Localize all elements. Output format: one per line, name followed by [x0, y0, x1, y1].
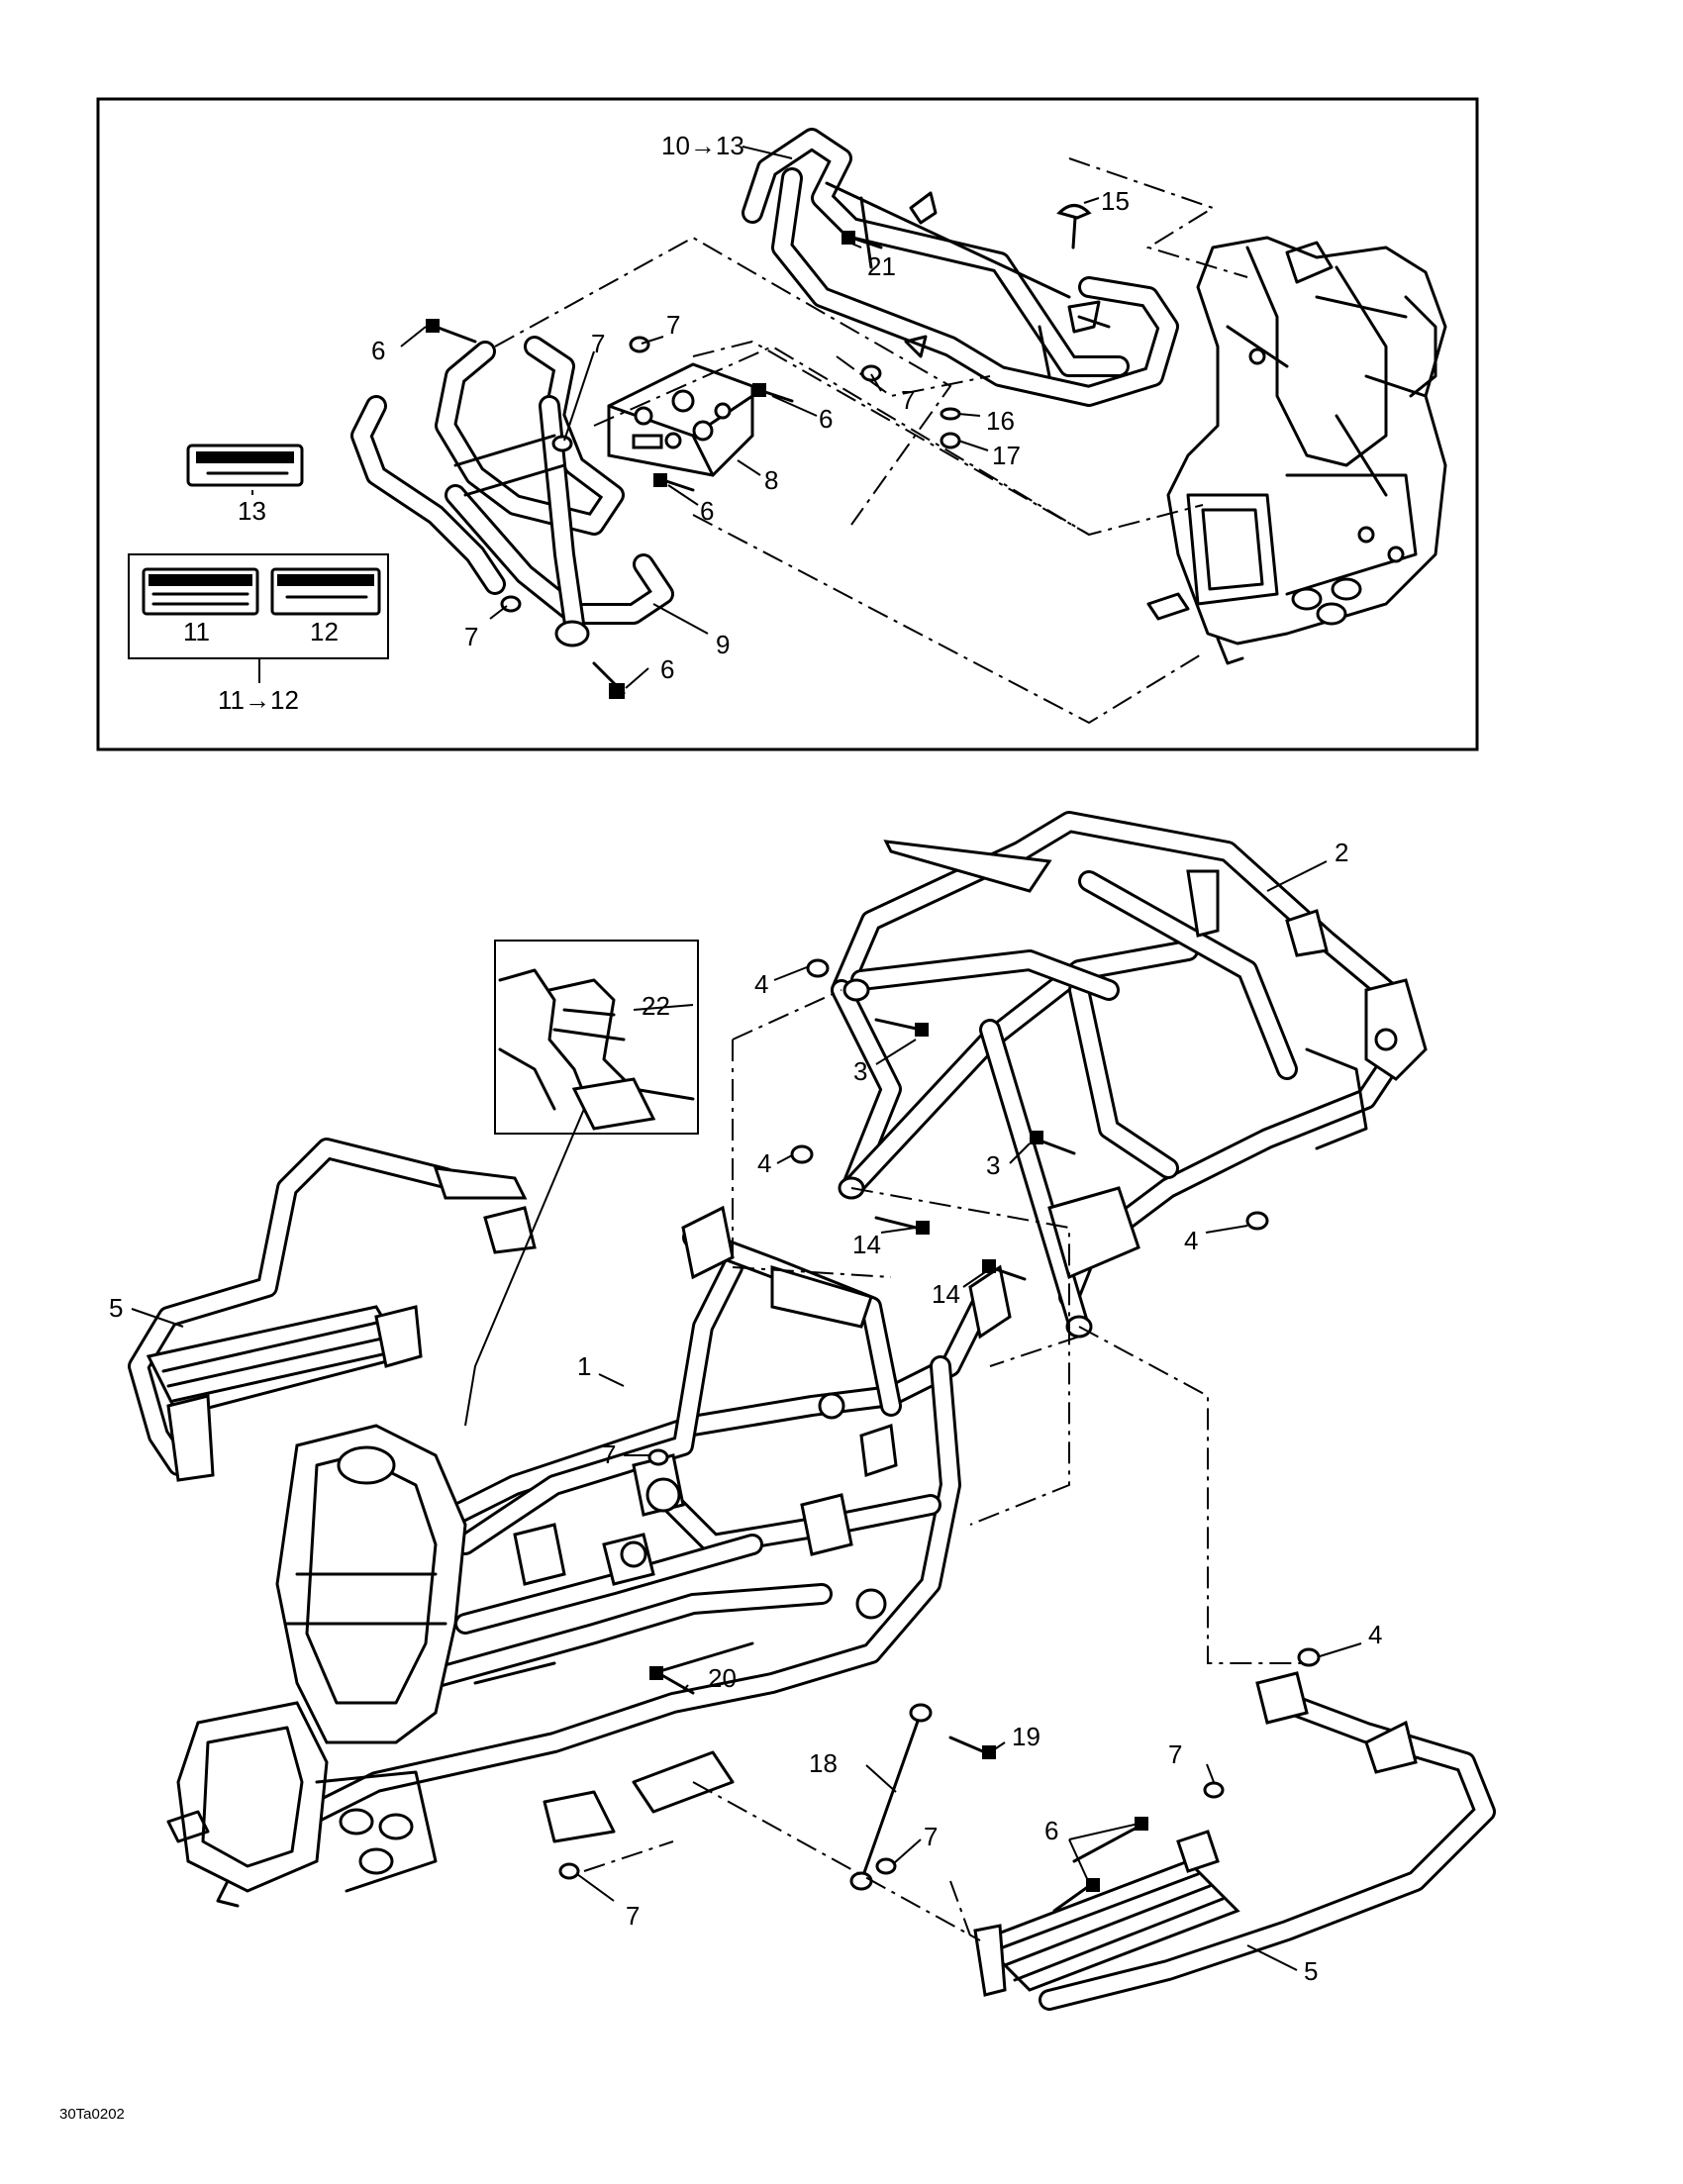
callout-5a: 5 [109, 1293, 123, 1323]
callout-14a: 14 [852, 1230, 881, 1259]
callout-4a: 4 [754, 969, 768, 999]
callout-19: 19 [1012, 1722, 1040, 1751]
callout-6: 6 [1044, 1816, 1058, 1845]
detail-box-22 [494, 940, 699, 1135]
nut-4b [790, 1144, 814, 1164]
nut-7b-main [875, 1857, 897, 1875]
callout-6b: 6 [819, 404, 833, 434]
assembly-lines-main [583, 989, 1307, 1941]
leaders-main [131, 860, 1362, 1971]
callout-11: 11 [183, 617, 210, 646]
callout-4d: 4 [1368, 1620, 1382, 1649]
bolt-6d [609, 683, 625, 699]
bolt-21 [842, 231, 855, 245]
bolt-19 [948, 1736, 987, 1754]
callout-6d: 6 [660, 654, 674, 684]
callout-21: 21 [867, 251, 896, 281]
washer-16 [940, 407, 961, 421]
callout-7a: 7 [591, 329, 605, 358]
footrest-left-part [128, 1138, 537, 1482]
drawing-code: 30Ta0202 [59, 2106, 125, 2123]
decal-13 [186, 444, 304, 487]
frame-partial-view [1146, 236, 1447, 665]
callout-16: 16 [986, 406, 1015, 436]
callout-7d: 7 [464, 622, 478, 651]
callout-2: 2 [1335, 838, 1348, 867]
bolt-6b-main [1052, 1884, 1091, 1913]
fasteners-main [558, 958, 1321, 1913]
inset-panel: 10→13 15 21 6 7 7 6 7 16 17 8 6 13 11 12… [96, 97, 1479, 751]
callout-7d: 7 [1168, 1739, 1182, 1769]
callout-7b: 7 [666, 310, 680, 340]
callout-8: 8 [764, 465, 778, 495]
callout-9: 9 [716, 630, 730, 659]
nut-7c-main [558, 1862, 580, 1880]
nut-4a [806, 958, 830, 978]
callout-6a: 6 [371, 336, 385, 365]
bolt-15 [1056, 204, 1092, 220]
callout-15: 15 [1101, 186, 1130, 216]
bolt-20 [656, 1671, 695, 1695]
callout-11-12: 11→12 [218, 685, 299, 715]
nut-7d-main [1203, 1781, 1225, 1799]
callout-4b: 4 [757, 1148, 771, 1178]
main-frame-part [166, 1205, 1012, 1908]
nut-4c [1245, 1211, 1269, 1231]
mounting-bracket-part [607, 362, 754, 477]
bolt-6c [653, 473, 667, 487]
bolt-14a [874, 1216, 918, 1230]
callout-6c: 6 [700, 496, 714, 526]
callout-7c: 7 [626, 1901, 640, 1931]
callout-13: 13 [238, 496, 266, 526]
rear-rack-part [742, 128, 1179, 407]
assembly-lines-top [494, 157, 1248, 725]
callout-3a: 3 [853, 1056, 867, 1086]
callout-3b: 3 [986, 1150, 1000, 1180]
callout-12: 12 [310, 617, 339, 646]
strut-part [849, 1703, 933, 1891]
callout-20: 20 [708, 1663, 737, 1693]
callout-10-13: 10→13 [661, 131, 744, 160]
nut-7c [860, 364, 882, 382]
fasteners-top [426, 204, 1092, 699]
inset-frame [96, 97, 1479, 751]
callout-17: 17 [992, 441, 1021, 470]
footrest-right-part [973, 1671, 1496, 2011]
nut-7a [551, 435, 573, 452]
bolt-6a-main [1072, 1825, 1140, 1863]
leaders-top [251, 146, 1100, 689]
callout-1: 1 [577, 1351, 591, 1381]
callout-7c: 7 [901, 385, 915, 415]
main-exploded-view: 2 22 4 3 4 3 14 4 14 5 1 7 20 4 19 18 7 … [109, 811, 1496, 2011]
callout-7b: 7 [924, 1822, 938, 1851]
bolt-3a [874, 1018, 923, 1032]
callout-7a: 7 [602, 1439, 616, 1469]
nut-7b [629, 336, 650, 353]
bolt-6b [752, 383, 766, 397]
callout-4c: 4 [1184, 1226, 1198, 1255]
nut-7a-main [647, 1448, 669, 1466]
decal-set-box [128, 553, 389, 659]
callout-22: 22 [642, 991, 670, 1021]
nut-17 [940, 432, 961, 449]
callout-14b: 14 [932, 1279, 960, 1309]
front-bumper-part [350, 336, 674, 647]
callout-5b: 5 [1304, 1956, 1318, 1986]
bolt-6a [434, 325, 477, 344]
nut-4d [1297, 1647, 1321, 1667]
rear-subframe-part [831, 811, 1428, 1339]
callout-18: 18 [809, 1748, 838, 1778]
